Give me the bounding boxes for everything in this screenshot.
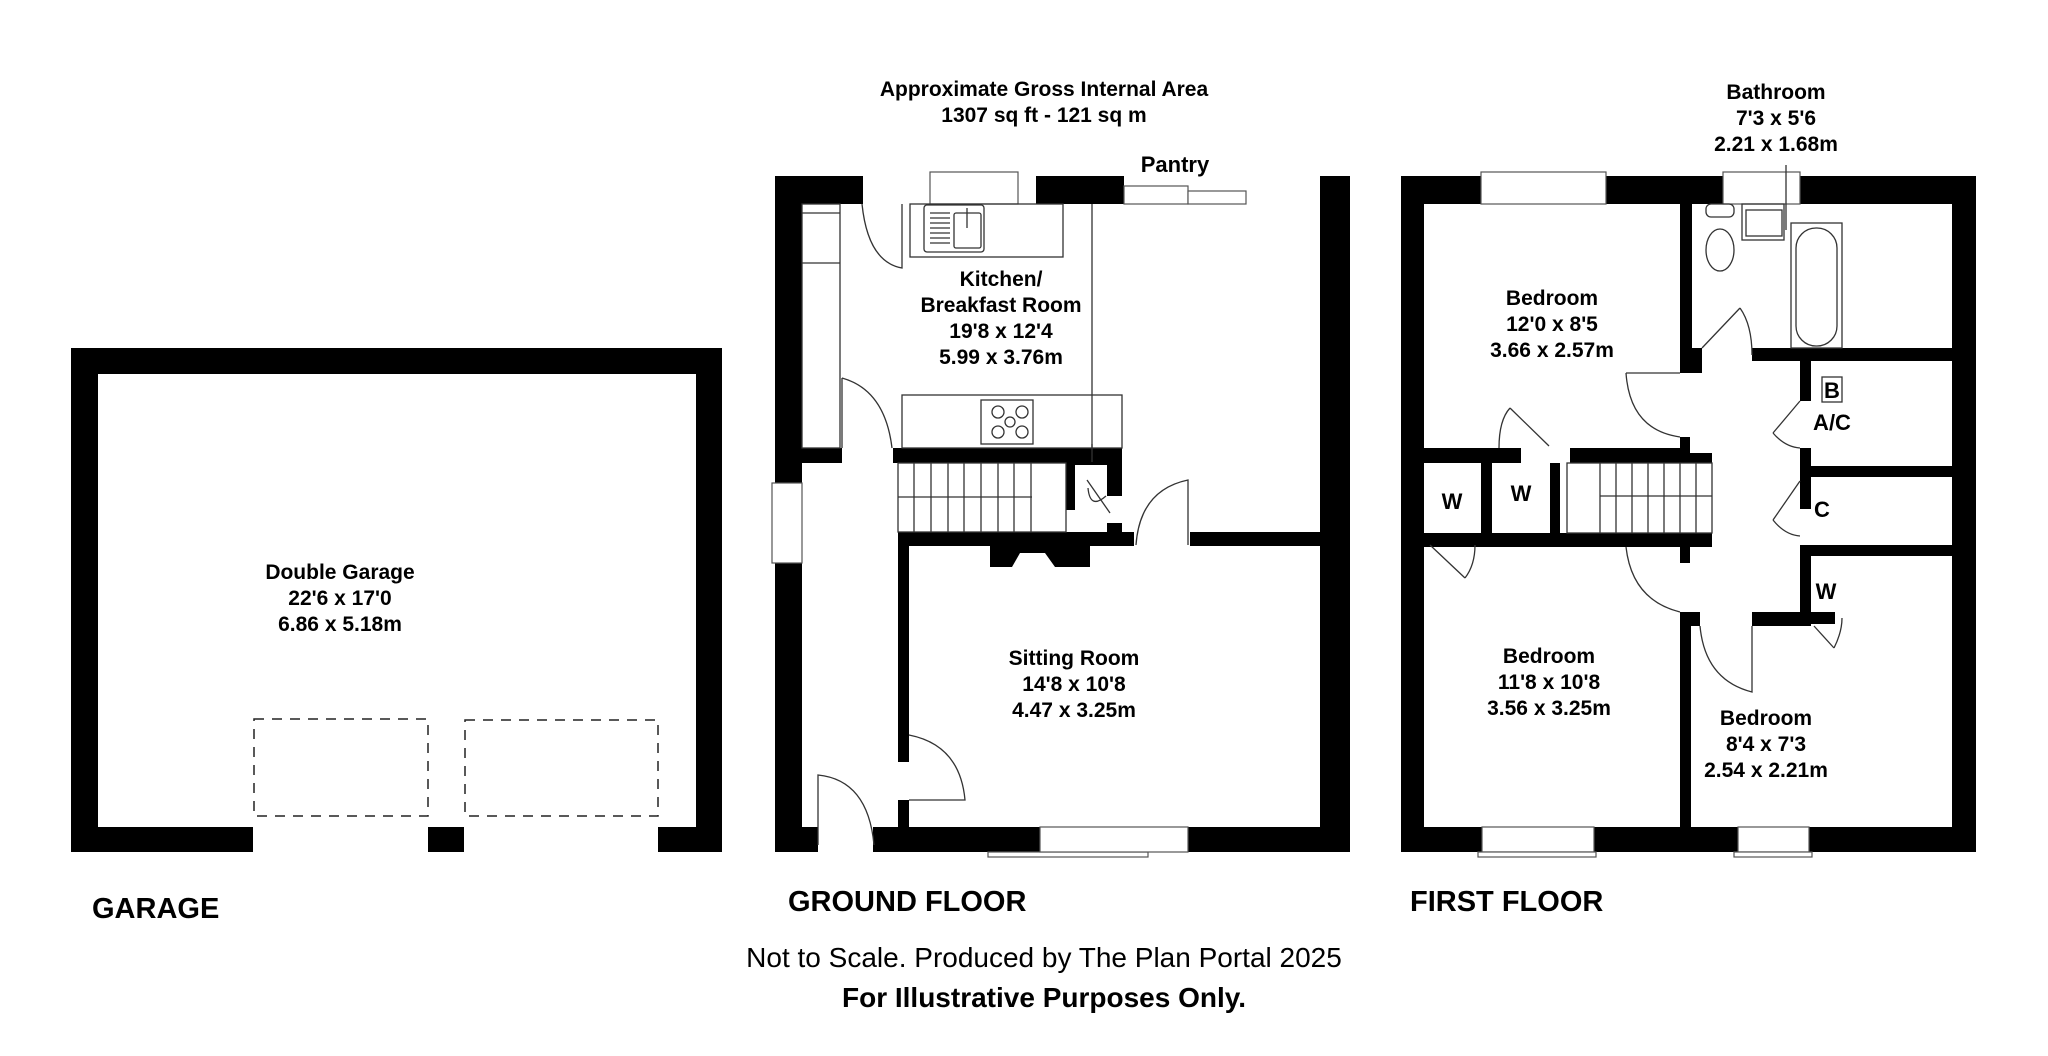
room-metric: 5.99 x 3.76m: [939, 346, 1063, 369]
ground-floor-walls: [775, 176, 1350, 852]
room-label-double-garage: Double Garage 22'6 x 17'0 6.86 x 5.18m: [265, 560, 414, 638]
floor-title-garage: GARAGE: [92, 893, 220, 925]
room-name: Bedroom: [1719, 707, 1813, 730]
wardrobe-label-3: W: [1815, 579, 1837, 604]
ground-floor-fixtures: [801, 203, 1189, 846]
pantry-label: Pantry: [1140, 152, 1210, 177]
footer-note: For Illustrative Purposes Only.: [841, 982, 1247, 1013]
gross-area: Approximate Gross Internal Area 1307 sq …: [880, 77, 1208, 129]
room-imperial: 12'0 x 8'5: [1506, 313, 1598, 336]
room-label-sitting-room: Sitting Room 14'8 x 10'8 4.47 x 3.25m: [1009, 646, 1140, 724]
room-imperial: 11'8 x 10'8: [1497, 671, 1601, 694]
room-imperial: 19'8 x 12'4: [949, 320, 1053, 343]
room-imperial: 22'6 x 17'0: [288, 587, 392, 610]
room-name: Bedroom: [1502, 645, 1596, 668]
room-imperial: 7'3 x 5'6: [1735, 107, 1817, 130]
room-metric: 2.21 x 1.68m: [1714, 133, 1838, 156]
wardrobe-label-2: W: [1510, 481, 1532, 506]
room-imperial: 8'4 x 7'3: [1725, 733, 1807, 756]
room-name: Sitting Room: [1008, 647, 1140, 670]
room-label-bedroom-3: Bedroom 8'4 x 7'3 2.54 x 2.21m: [1704, 706, 1828, 784]
footer-disclaimer: Not to Scale. Produced by The Plan Porta…: [746, 942, 1342, 973]
room-name-line2: Breakfast Room: [920, 294, 1082, 317]
wardrobe-label-1: W: [1441, 489, 1463, 514]
room-name-line1: Kitchen/: [959, 268, 1043, 291]
room-name: Bathroom: [1726, 81, 1826, 104]
boiler-label: B: [1824, 378, 1840, 403]
garage-plan: [71, 348, 722, 852]
room-name: Double Garage: [265, 561, 415, 584]
room-label-bathroom: Bathroom 7'3 x 5'6 2.21 x 1.68m: [1714, 80, 1838, 158]
room-label-kitchen: Kitchen/ Breakfast Room 19'8 x 12'4 5.99…: [920, 267, 1081, 371]
room-metric: 6.86 x 5.18m: [278, 613, 402, 636]
floor-title-first: FIRST FLOOR: [1410, 886, 1604, 918]
room-label-bedroom-2: Bedroom 11'8 x 10'8 3.56 x 3.25m: [1487, 644, 1611, 722]
ground-floor-windows: [771, 171, 1247, 858]
garage-car-outlines: [253, 718, 659, 817]
room-name: Bedroom: [1505, 287, 1599, 310]
room-label-bedroom-1: Bedroom 12'0 x 8'5 3.66 x 2.57m: [1490, 286, 1614, 364]
first-floor-windows: [1477, 171, 1813, 858]
room-metric: 2.54 x 2.21m: [1704, 759, 1828, 782]
room-imperial: 14'8 x 10'8: [1022, 673, 1126, 696]
cupboard-label: C: [1814, 497, 1830, 522]
room-metric: 4.47 x 3.25m: [1012, 699, 1136, 722]
airing-cupboard-label: A/C: [1813, 410, 1851, 435]
room-metric: 3.66 x 2.57m: [1490, 339, 1614, 362]
room-metric: 3.56 x 3.25m: [1487, 697, 1611, 720]
floor-title-ground: GROUND FLOOR: [788, 886, 1027, 918]
first-floor-fixtures: [1429, 165, 1843, 693]
gross-area-title: Approximate Gross Internal Area: [879, 78, 1209, 101]
first-floor-walls: [1401, 176, 1976, 852]
gross-area-value: 1307 sq ft - 121 sq m: [941, 104, 1147, 127]
